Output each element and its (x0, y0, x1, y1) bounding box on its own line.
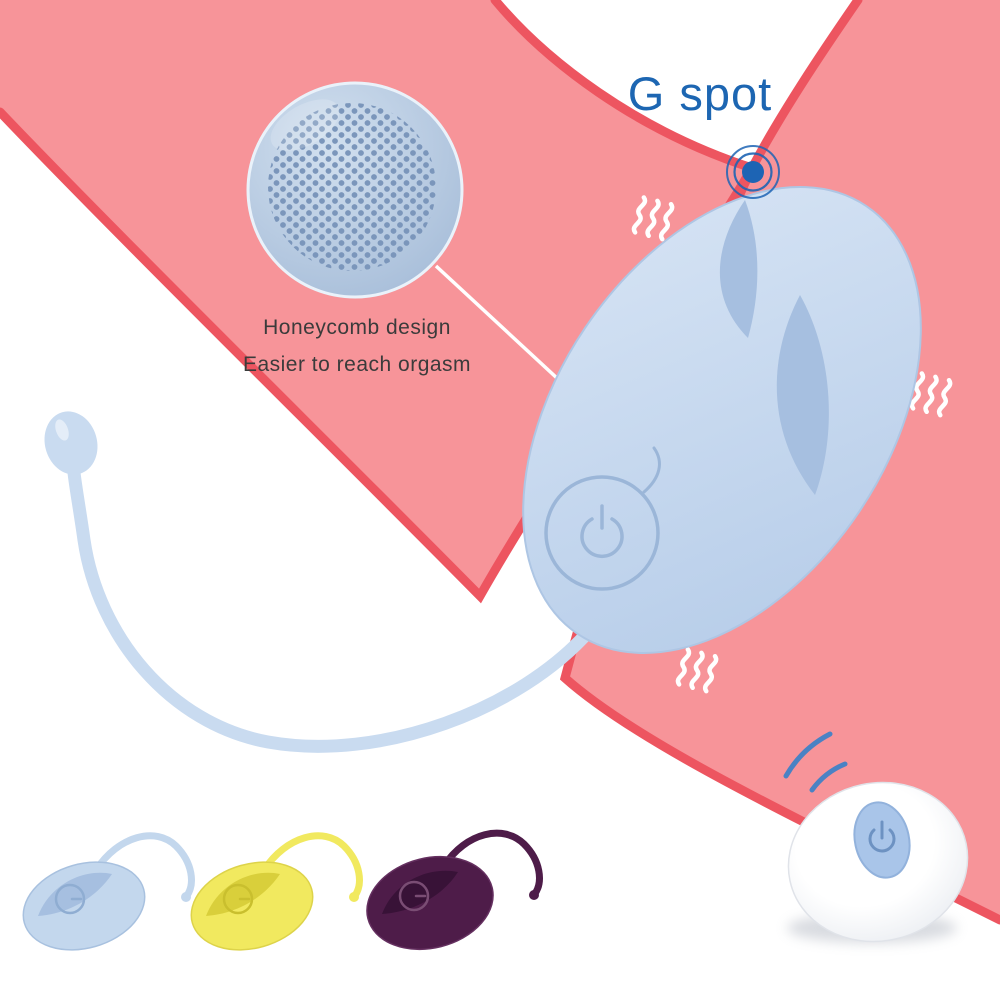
egg-tail (66, 445, 597, 753)
variant-yellow-tail-tip (349, 892, 359, 902)
remote-power-icon (868, 820, 896, 853)
variant-blue (22, 832, 195, 951)
magnifier-circle (246, 81, 574, 394)
g-spot-label: G spot (627, 67, 773, 120)
variant-yellow-tail (260, 832, 363, 901)
honeycomb-caption-line1: Honeycomb design (263, 316, 451, 339)
variant-blue-egg (22, 861, 146, 951)
connector-line (434, 264, 574, 394)
variant-purple-egg (366, 855, 494, 951)
target-ring-outer (726, 145, 780, 199)
remote-control (787, 781, 969, 943)
button-curl-detail (642, 446, 661, 494)
variant-yellow (190, 832, 363, 951)
target-ring-mid (733, 152, 773, 192)
egg-device (522, 186, 922, 654)
tail-bulb-highlight (55, 419, 69, 441)
variant-blue-ring (54, 883, 86, 915)
egg-tail-group (44, 411, 597, 753)
remote-button (853, 801, 911, 879)
power-icon (580, 504, 624, 558)
target-dot (742, 161, 764, 183)
magnifier-highlight (270, 99, 340, 151)
signal-waves (783, 731, 848, 793)
variant-blue-tail (92, 832, 195, 901)
g-spot-target (726, 145, 780, 199)
honeycomb-texture (268, 103, 436, 271)
variant-purple-tail (440, 829, 543, 899)
variant-purple-ring (398, 880, 430, 912)
variant-yellow-ring (222, 883, 254, 915)
egg-leaf-detail-2 (776, 295, 829, 495)
variant-purple-tail-tip (529, 890, 539, 900)
variant-yellow-egg (190, 861, 314, 951)
variant-blue-tail-tip (181, 892, 191, 902)
variant-purple (366, 829, 543, 951)
honeycomb-caption-line2: Easier to reach orgasm (242, 353, 472, 376)
power-button-ring (544, 475, 660, 591)
egg-leaf-detail-1 (719, 200, 758, 338)
tail-bulb (44, 411, 98, 475)
